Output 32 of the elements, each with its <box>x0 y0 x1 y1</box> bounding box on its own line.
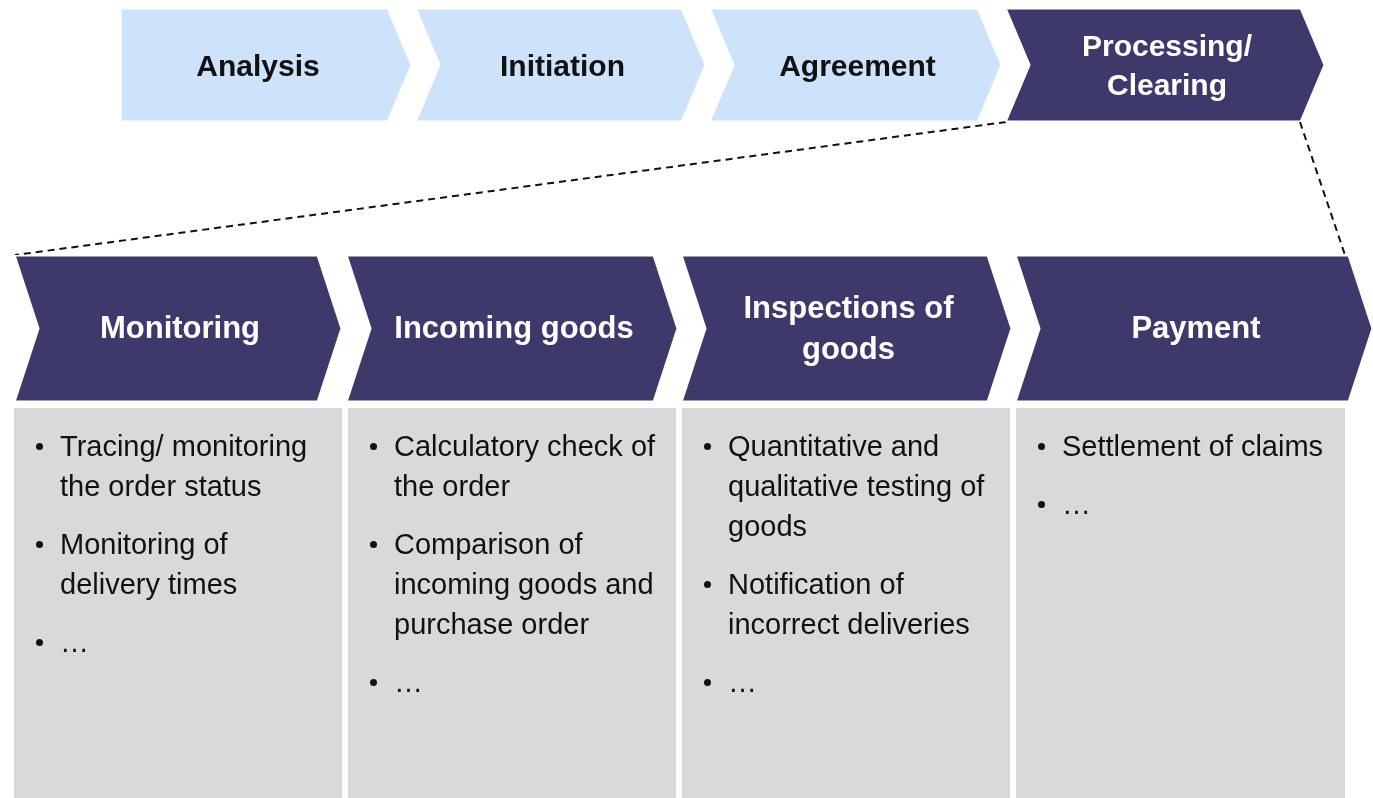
chevron-step <box>709 8 1002 122</box>
chevron-step <box>346 255 678 402</box>
bullet-text: … <box>60 626 89 658</box>
chevron-step <box>120 8 412 122</box>
step-label: Incoming goods <box>394 309 634 348</box>
zoom-line <box>1299 121 1346 256</box>
chevron-step <box>1015 255 1373 402</box>
bullet-text: Settlement of claims <box>1062 430 1324 462</box>
detail-panel <box>682 408 1010 798</box>
bullet-text: Notification of incorrect deliveries <box>728 568 970 640</box>
bullet-text: Tracing/ monitoring the order status <box>60 430 308 502</box>
step-label: Agreement <box>779 47 936 84</box>
bullet-text: … <box>728 666 757 698</box>
step-label: Payment <box>1131 309 1261 348</box>
bullet-text: Quantitative and qualitative testing of goods <box>728 430 985 542</box>
detail-panel <box>348 408 676 798</box>
bullet-text: … <box>394 666 423 698</box>
bullet-text: Comparison of incoming goods and purchase order <box>394 528 654 640</box>
step-label: Monitoring <box>99 309 261 348</box>
step-label: Analysis <box>196 47 320 84</box>
detail-panel <box>14 408 342 798</box>
chevron-step <box>14 255 342 402</box>
bullet-text: Calculatory check of the order <box>394 430 656 502</box>
bullet-text: … <box>1062 488 1091 520</box>
bullet-text: Monitoring of delivery times <box>60 528 238 600</box>
step-label: Initiation <box>500 47 625 84</box>
chevron-step <box>415 8 706 122</box>
chevron-step <box>681 255 1012 402</box>
step-label: Inspections of goods <box>742 289 955 368</box>
step-label: Processing/ Clearing <box>1080 28 1254 103</box>
detail-panel <box>1016 408 1345 798</box>
chevron-step <box>1005 8 1325 122</box>
